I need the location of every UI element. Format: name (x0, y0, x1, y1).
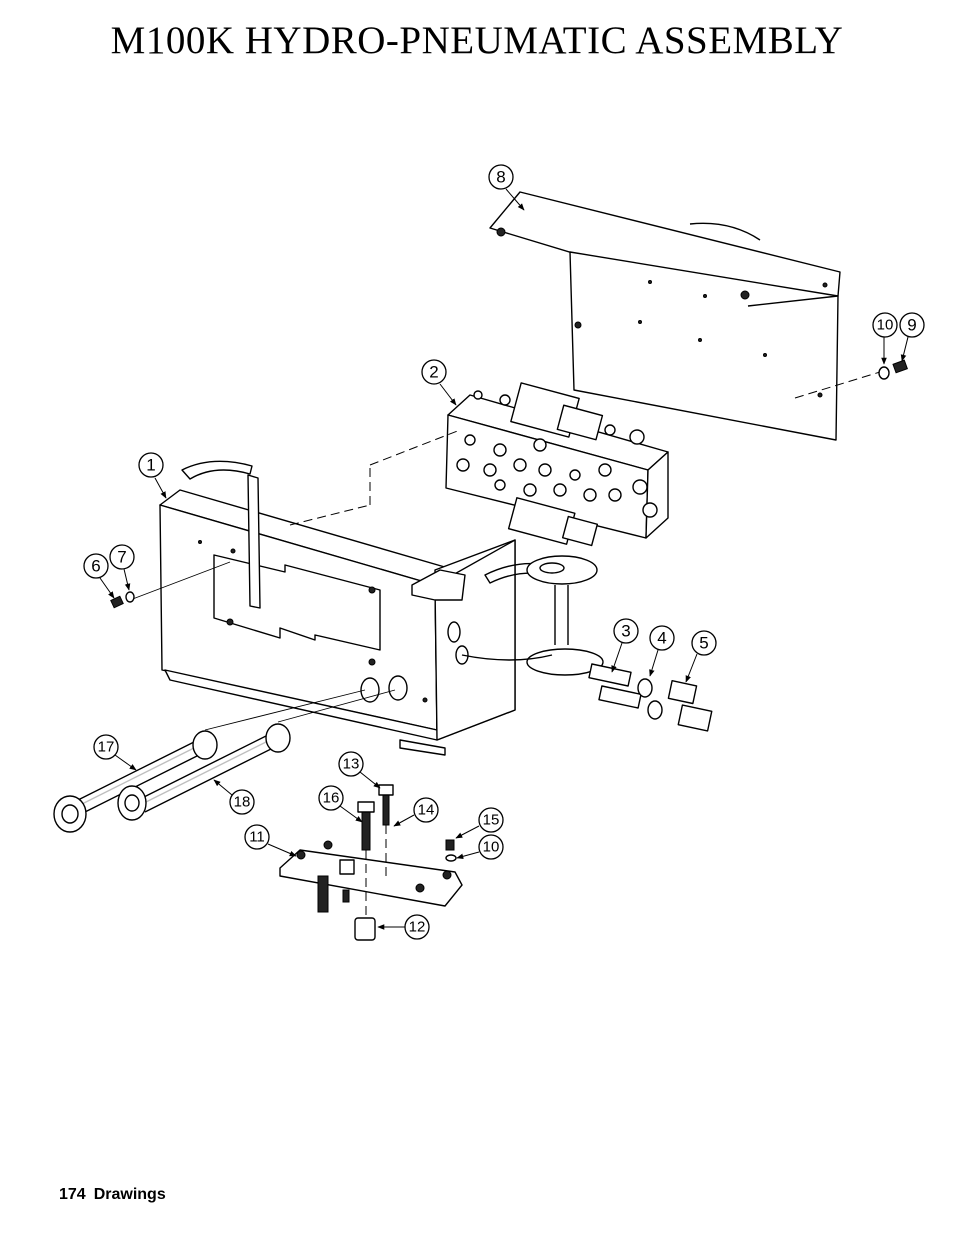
callout-9: 9 (899, 312, 925, 362)
callout-15: 15 (455, 807, 504, 839)
page-title: M100K HYDRO-PNEUMATIC ASSEMBLY (110, 19, 844, 62)
svg-text:12: 12 (409, 919, 426, 936)
part-manifold-valve (445, 382, 669, 547)
callout-4: 4 (649, 625, 675, 677)
callout-11: 11 (244, 824, 297, 857)
section-name: Drawings (93, 1186, 166, 1203)
part-cover-plate (489, 191, 841, 441)
svg-text:8: 8 (496, 168, 505, 187)
callout-10-lower: 10 (456, 834, 504, 860)
callout-14: 14 (393, 797, 439, 827)
svg-text:5: 5 (699, 634, 708, 653)
callout-8: 8 (488, 164, 525, 211)
callout-17: 17 (93, 734, 137, 771)
callout-3: 3 (611, 618, 639, 673)
svg-text:13: 13 (343, 756, 360, 773)
callout-6: 6 (83, 553, 115, 599)
svg-text:6: 6 (91, 557, 100, 576)
svg-text:10: 10 (483, 839, 500, 856)
callout-1: 1 (138, 452, 167, 499)
svg-text:4: 4 (657, 629, 666, 648)
svg-text:11: 11 (249, 829, 265, 846)
callout-13: 13 (338, 751, 381, 789)
part-fittings (461, 555, 713, 732)
svg-text:9: 9 (907, 316, 916, 335)
svg-text:2: 2 (429, 363, 438, 382)
svg-text:14: 14 (418, 802, 435, 819)
svg-text:15: 15 (483, 812, 500, 829)
callout-16: 16 (318, 785, 363, 823)
callout-7: 7 (109, 544, 135, 591)
page-number: 174 (59, 1186, 86, 1203)
svg-text:10: 10 (877, 317, 894, 334)
svg-text:16: 16 (323, 790, 340, 807)
callout-10-upper: 10 (872, 312, 898, 365)
callout-12: 12 (377, 914, 430, 940)
part-base-plate (279, 784, 463, 941)
part-hoses (53, 689, 396, 833)
svg-text:3: 3 (621, 622, 630, 641)
callout-18: 18 (213, 779, 255, 815)
svg-text:17: 17 (98, 739, 115, 756)
part-main-bracket (129, 429, 516, 756)
svg-text:18: 18 (234, 794, 251, 811)
part-screw-6-washer-7 (110, 591, 135, 609)
svg-text:1: 1 (146, 456, 155, 475)
part-screw-and-washer (794, 359, 908, 399)
page-footer: 174 Drawings (59, 1186, 166, 1204)
callout-5: 5 (685, 630, 717, 683)
svg-text:7: 7 (117, 548, 126, 567)
callout-2: 2 (421, 359, 457, 406)
